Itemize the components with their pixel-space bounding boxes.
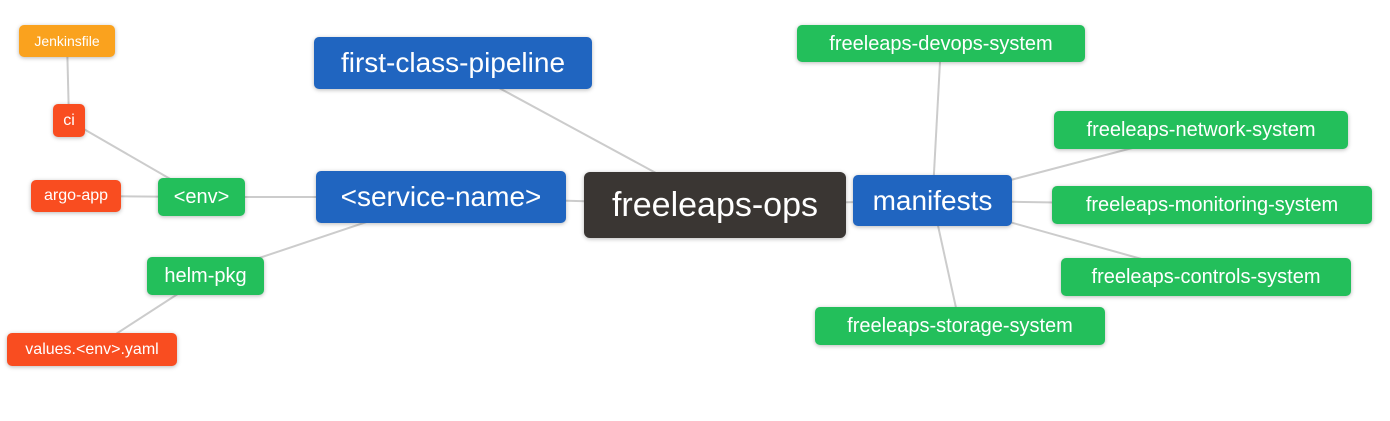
mindmap-node-ci[interactable]: ci (53, 104, 85, 137)
mindmap-node-freeleaps-network-system[interactable]: freeleaps-network-system (1054, 111, 1348, 149)
mindmap-node-freeleaps-devops-system[interactable]: freeleaps-devops-system (797, 25, 1085, 62)
mindmap-node-argo-app[interactable]: argo-app (31, 180, 121, 212)
mindmap-node-jenkinsfile[interactable]: Jenkinsfile (19, 25, 115, 57)
mindmap-node-service-name[interactable]: <service-name> (316, 171, 566, 223)
mindmap-node-freeleaps-monitoring-system[interactable]: freeleaps-monitoring-system (1052, 186, 1372, 224)
mindmap-node-freeleaps-ops[interactable]: freeleaps-ops (584, 172, 846, 238)
edge-line-manifests-devops_system (931, 43, 942, 201)
mindmap-node-values-env-yaml[interactable]: values.<env>.yaml (7, 333, 177, 366)
mindmap-node-first-class-pipeline[interactable]: first-class-pipeline (314, 37, 592, 89)
mindmap-node-freeleaps-storage-system[interactable]: freeleaps-storage-system (815, 307, 1105, 345)
mindmap-node-freeleaps-controls-system[interactable]: freeleaps-controls-system (1061, 258, 1351, 296)
mindmap-node-helm-pkg[interactable]: helm-pkg (147, 257, 264, 295)
mindmap-node-manifests[interactable]: manifests (853, 175, 1012, 226)
mindmap-node-env[interactable]: <env> (158, 178, 245, 216)
